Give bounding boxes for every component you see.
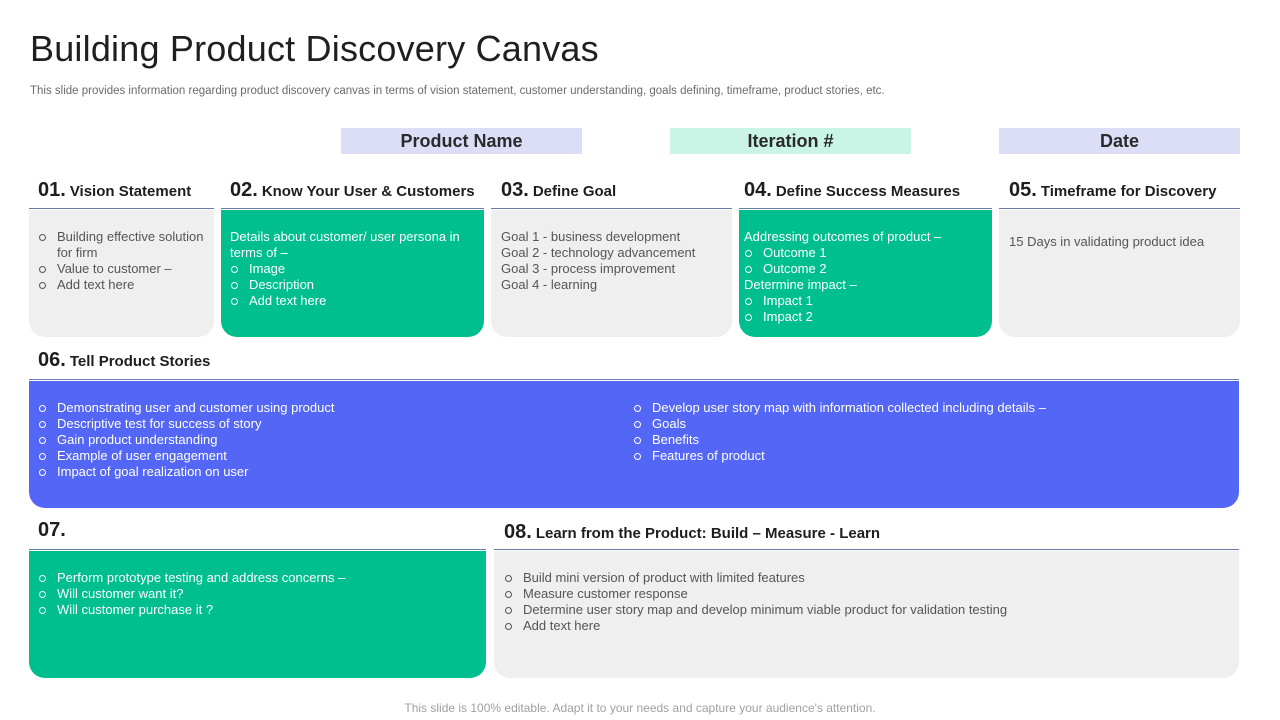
- list-item: Features of product: [633, 448, 1223, 464]
- section-03-header: 03.Define Goal: [501, 179, 616, 202]
- section-number: 03.: [501, 179, 529, 201]
- section-divider: [29, 208, 214, 209]
- list-item: Descriptive test for success of story: [38, 416, 598, 432]
- list-item: Description: [230, 277, 472, 293]
- section-label: Vision Statement: [69, 183, 192, 200]
- iteration-pill[interactable]: Iteration #: [670, 128, 911, 154]
- section-number: 01.: [38, 179, 66, 201]
- section-divider: [491, 208, 732, 209]
- learn-from-product-card: Build mini version of product with limit…: [494, 551, 1239, 678]
- list-item: Building effective solution for firm: [38, 229, 204, 261]
- goal-line: Goal 2 - technology advancement: [501, 245, 696, 260]
- section-divider: [221, 208, 484, 209]
- section-number: 04.: [744, 179, 772, 201]
- list-item: Add text here: [504, 618, 1229, 634]
- section-label: Tell Product Stories: [69, 353, 211, 370]
- product-stories-card: Demonstrating user and customer using pr…: [29, 381, 1239, 508]
- list-item: Outcome 1: [744, 245, 982, 261]
- prototype-bullet-list: Perform prototype testing and address co…: [38, 570, 476, 618]
- success-measures-card: Addressing outcomes of product – Outcome…: [739, 210, 992, 337]
- section-divider: [739, 208, 992, 209]
- list-item: Develop user story map with information …: [633, 400, 1223, 416]
- list-item: Example of user engagement: [38, 448, 598, 464]
- section-label: Define Success Measures: [775, 183, 961, 200]
- know-user-card: Details about customer/ user persona in …: [221, 210, 484, 337]
- section-01-header: 01.Vision Statement: [38, 179, 191, 202]
- list-item: Demonstrating user and customer using pr…: [38, 400, 598, 416]
- list-item: Add text here: [38, 277, 204, 293]
- section-divider: [999, 208, 1240, 209]
- list-item: Outcome 2: [744, 261, 982, 277]
- list-item: Image: [230, 261, 472, 277]
- section-number: 05.: [1009, 179, 1037, 201]
- list-item: Will customer want it?: [38, 586, 476, 602]
- list-item: Measure customer response: [504, 586, 1229, 602]
- list-item: Build mini version of product with limit…: [504, 570, 1229, 586]
- section-05-header: 05.Timeframe for Discovery: [1009, 179, 1216, 202]
- page-subtitle: This slide provides information regardin…: [30, 85, 885, 97]
- section-number: 06.: [38, 349, 66, 371]
- list-item: Impact of goal realization on user: [38, 464, 598, 480]
- list-item: Add text here: [230, 293, 472, 309]
- list-item: Impact 2: [744, 309, 982, 325]
- list-item: Perform prototype testing and address co…: [38, 570, 476, 586]
- product-name-pill[interactable]: Product Name: [341, 128, 582, 154]
- section-06-header: 06.Tell Product Stories: [38, 349, 210, 372]
- section-number: 07.: [38, 519, 66, 541]
- card-intro: Details about customer/ user persona in …: [230, 229, 460, 260]
- section-label: Define Goal: [532, 183, 617, 200]
- list-item: Value to customer –: [38, 261, 204, 277]
- list-item: Impact 1: [744, 293, 982, 309]
- stories-right-list: Develop user story map with information …: [633, 400, 1223, 464]
- date-pill[interactable]: Date: [999, 128, 1240, 154]
- timeframe-text: 15 Days in validating product idea: [1009, 234, 1205, 249]
- goal-line: Goal 1 - business development: [501, 229, 681, 244]
- section-label: Timeframe for Discovery: [1040, 183, 1217, 200]
- section-label: Learn from the Product: Build – Measure …: [535, 525, 881, 542]
- timeframe-card: 15 Days in validating product idea: [999, 210, 1240, 337]
- section-02-header: 02.Know Your User & Customers: [230, 179, 475, 202]
- footer-note: This slide is 100% editable. Adapt it to…: [404, 701, 876, 715]
- learn-bullet-list: Build mini version of product with limit…: [504, 570, 1229, 634]
- list-item: Will customer purchase it ?: [38, 602, 476, 618]
- section-label: Know Your User & Customers: [261, 183, 475, 200]
- section-divider: [494, 549, 1239, 550]
- section-08-header: 08.Learn from the Product: Build – Measu…: [504, 521, 880, 544]
- list-item: Determine user story map and develop min…: [504, 602, 1229, 618]
- page-title: Building Product Discovery Canvas: [30, 28, 599, 69]
- section-divider: [29, 549, 486, 550]
- list-item: Goals: [633, 416, 1223, 432]
- prototype-testing-card: Perform prototype testing and address co…: [29, 551, 486, 678]
- list-item: Gain product understanding: [38, 432, 598, 448]
- section-number: 02.: [230, 179, 258, 201]
- goal-line: Goal 3 - process improvement: [501, 261, 676, 276]
- section-04-header: 04.Define Success Measures: [744, 179, 960, 202]
- list-item: Benefits: [633, 432, 1223, 448]
- section-divider: [29, 379, 1239, 380]
- stories-left-list: Demonstrating user and customer using pr…: [38, 400, 598, 480]
- card-intro: Determine impact –: [744, 277, 857, 292]
- card-intro: Addressing outcomes of product –: [744, 229, 942, 244]
- goal-line: Goal 4 - learning: [501, 277, 598, 292]
- section-07-header: 07.: [38, 519, 66, 542]
- section-number: 08.: [504, 521, 532, 543]
